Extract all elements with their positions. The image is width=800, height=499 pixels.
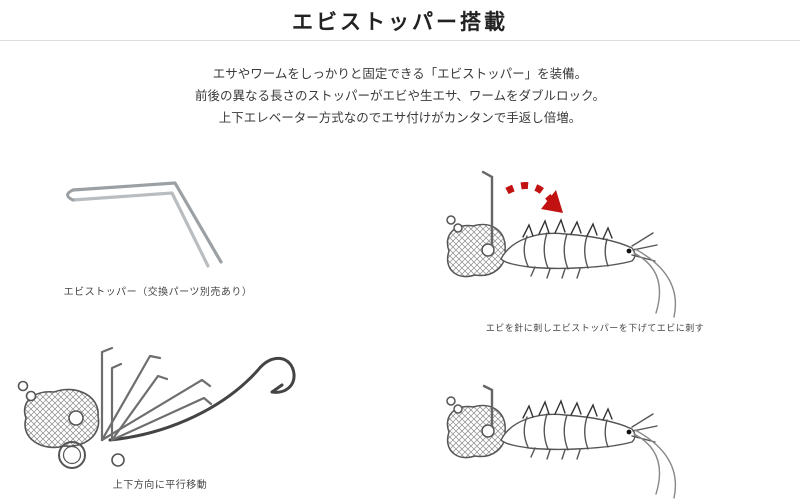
stopper-wire-raised bbox=[481, 170, 494, 247]
description-line-3: 上下エレベーター方式なのでエサ付けがカンタンで手返し倍増。 bbox=[218, 111, 582, 125]
usage-step1-illustration bbox=[446, 170, 677, 318]
hook bbox=[108, 357, 296, 442]
figure-stopper-usage-step2 bbox=[435, 368, 695, 499]
feature-description: エサやワームをしっかりと固定できる「エビストッパー」を装備。 前後の異なる長さの… bbox=[0, 63, 800, 129]
jig-head bbox=[446, 215, 506, 278]
figure-jighead-stopper-movement bbox=[10, 322, 310, 474]
usage-step2-illustration bbox=[446, 384, 677, 499]
shrimp bbox=[500, 218, 677, 318]
stopper-wire-positions bbox=[100, 346, 213, 442]
figure1-caption: エビストッパー（交換パーツ別売あり） bbox=[63, 287, 253, 298]
figure3-caption: 上下方向に平行移動 bbox=[112, 480, 208, 491]
swivel bbox=[446, 215, 463, 233]
stopper-wire-bend bbox=[66, 188, 75, 202]
shrimp bbox=[500, 399, 677, 499]
red-dashed-arrow-icon bbox=[505, 182, 563, 213]
figure-ebi-stopper-wire bbox=[55, 160, 250, 280]
figure2-caption: エビを針に刺しエビストッパーを下げてエビに刺す bbox=[485, 323, 705, 333]
page-title: エビストッパー搭載 bbox=[292, 10, 508, 34]
stopper-wire-short bbox=[71, 191, 210, 268]
description-line-1: エサやワームをしっかりと固定できる「エビストッパー」を装備。 bbox=[212, 67, 588, 81]
stopper-wire-illustration bbox=[66, 181, 223, 268]
description-line-2: 前後の異なる長さのストッパーがエビや生エサ、ワームをダブルロック。 bbox=[194, 89, 605, 103]
figure-stopper-usage-step1 bbox=[435, 163, 695, 323]
shrimp-eye bbox=[626, 429, 632, 435]
stopper-wire-lowered bbox=[482, 384, 494, 428]
swivel bbox=[446, 396, 463, 414]
jig-head bbox=[23, 388, 100, 449]
split-ring bbox=[111, 453, 125, 467]
coil-ring bbox=[58, 441, 86, 469]
jig-head bbox=[446, 396, 506, 459]
movement-illustration bbox=[17, 346, 296, 469]
shrimp-eye bbox=[626, 248, 632, 254]
title-divider bbox=[0, 40, 800, 41]
swivel bbox=[17, 380, 37, 402]
stopper-wire-long bbox=[71, 181, 223, 264]
